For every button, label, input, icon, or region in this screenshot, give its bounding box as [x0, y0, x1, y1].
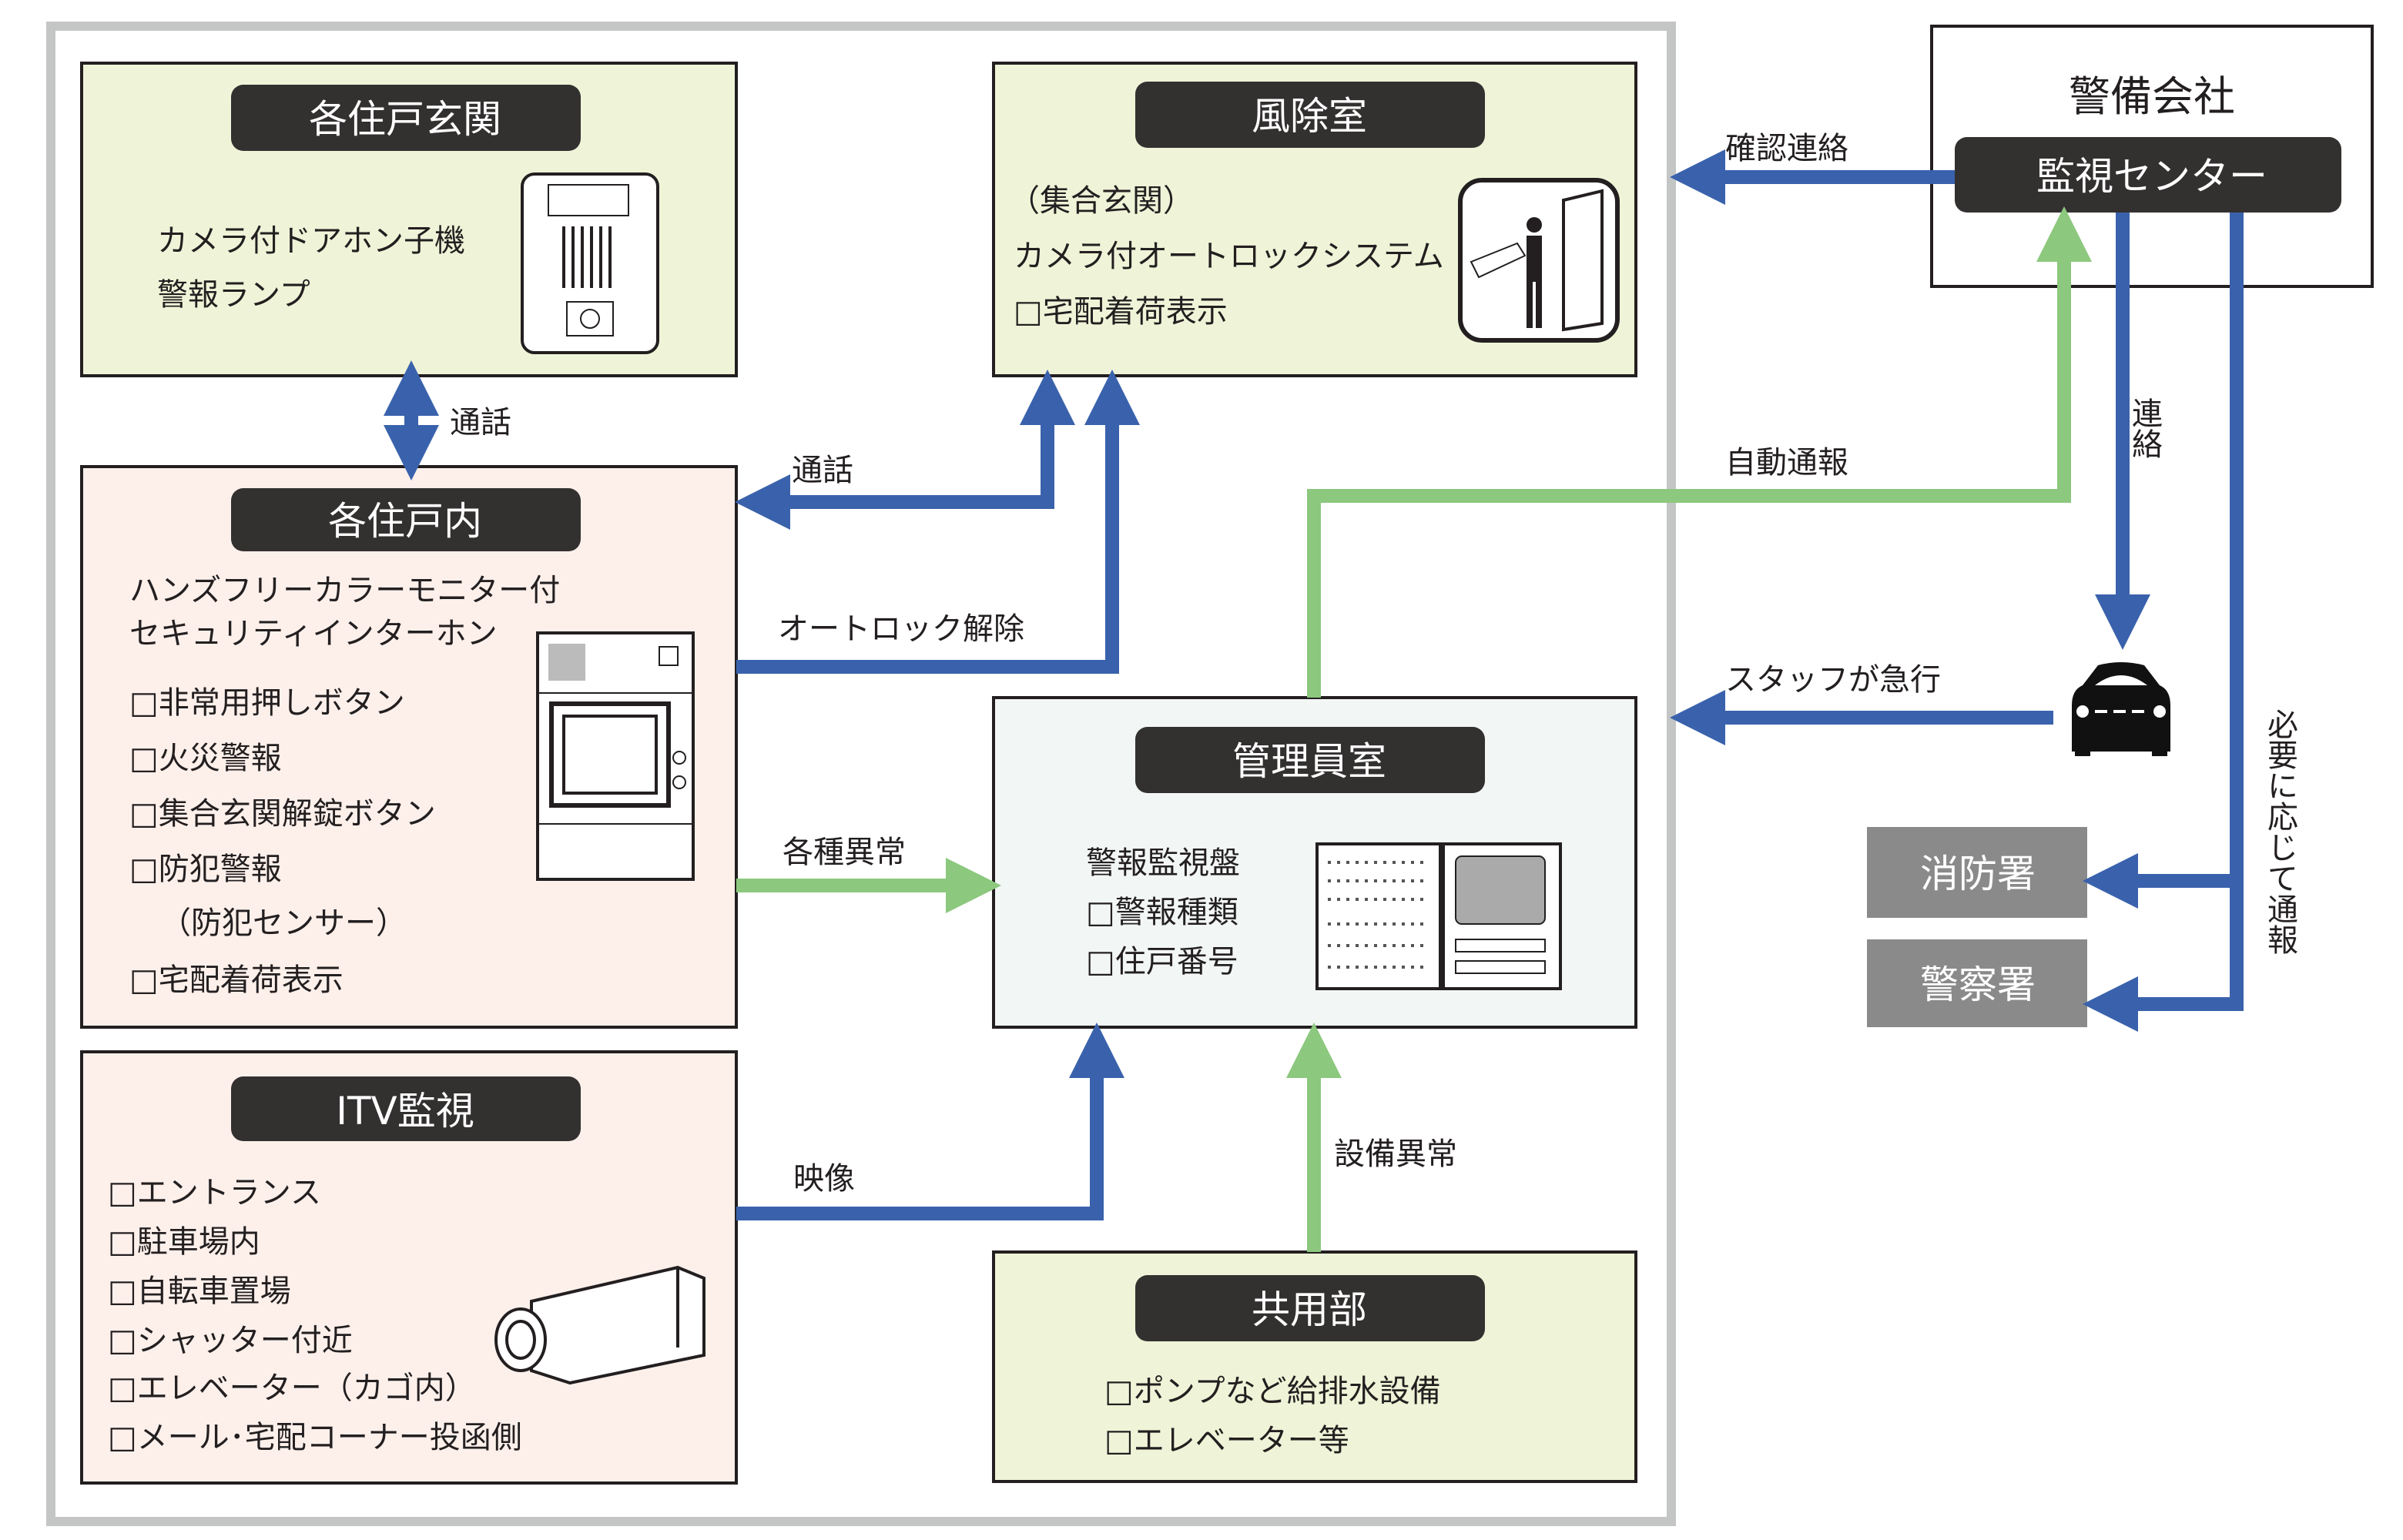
manager-room-box: 管理員室 警報監視盤 □警報種類 □住戸番号 [992, 696, 1637, 1029]
talk-arrow-windbreak-unit [735, 370, 1075, 530]
common-line: □エレベーター等 [1104, 1423, 1349, 1458]
entrance-line: 警報ランプ [157, 277, 310, 313]
unit-line: セキュリティインターホン [129, 616, 498, 651]
common-area-box: 共用部 □ポンプなど給排水設備 □エレベーター等 [992, 1250, 1637, 1483]
autolock-release-arrow [736, 370, 1140, 674]
various-anomalies-label: 各種異常 [783, 835, 906, 870]
manager-line: □警報種類 [1086, 895, 1238, 930]
auto-report-label: 自動通報 [1725, 445, 1848, 480]
video-label: 映像 [793, 1161, 855, 1197]
unit-interior-title: 各住戸内 [328, 499, 482, 544]
entrance-line: カメラ付ドアホン子機 [157, 223, 465, 259]
autolock-panel-icon [1458, 178, 1620, 343]
report-as-needed-arrow-police [2083, 213, 2244, 1032]
itv-line: □駐車場内 [108, 1224, 260, 1260]
alarm-panel-icon [1315, 842, 1562, 990]
contact-label: 連絡 [2127, 397, 2162, 459]
entrance-title-pill [231, 85, 581, 151]
windbreak-line: □宅配着荷表示 [1014, 294, 1228, 330]
windbreak-line: カメラ付オートロックシステム [1014, 239, 1444, 274]
security-camera-icon [494, 1265, 705, 1385]
equipment-anomaly-label: 設備異常 [1334, 1137, 1457, 1172]
report-as-needed-label: 必要に応じて通報 [2262, 708, 2297, 955]
itv-line: □エレベーター（カゴ内） [108, 1371, 476, 1406]
itv-title: ITV監視 [336, 1089, 474, 1133]
manager-room-title: 管理員室 [1232, 739, 1386, 784]
talk-label: 通話 [792, 453, 853, 488]
entrance-title: 各住戸玄関 [309, 97, 501, 142]
unit-line: □宅配着荷表示 [129, 962, 344, 998]
fire-station-box [1867, 827, 2087, 918]
itv-line: □シャッター付近 [108, 1323, 353, 1358]
monitoring-center-label: 監視センター [2036, 154, 2267, 199]
windbreak-title: 風除室 [1252, 94, 1367, 139]
staff-rush-label: スタッフが急行 [1725, 662, 1941, 698]
police-station-label: 警察署 [1920, 962, 2036, 1007]
autolock-release-label: オートロック解除 [778, 611, 1024, 647]
car-icon [2072, 662, 2170, 756]
unit-line: （防犯センサー） [160, 906, 407, 941]
common-line: □ポンプなど給排水設備 [1104, 1374, 1441, 1409]
talk-label: 通話 [450, 405, 511, 440]
police-station-box [1867, 939, 2087, 1027]
security-company-title: 警備会社 [2069, 72, 2235, 121]
manager-line: 警報監視盤 [1086, 845, 1240, 881]
auto-report-arrow [1307, 206, 2092, 698]
unit-interior-box: 各住戸内 ハンズフリーカラーモニター付 セキュリティインターホン □非常用押しボ… [80, 465, 738, 1029]
security-company-box: 警備会社 監視センター [1930, 25, 2374, 288]
manager-line: □住戸番号 [1086, 944, 1238, 979]
confirm-contact-label: 確認連絡 [1725, 131, 1848, 166]
itv-line: □エントランス [108, 1175, 321, 1210]
windbreak-line: （集合玄関） [1009, 183, 1194, 219]
intercom-monitor-icon [536, 631, 695, 881]
unit-line: □集合玄関解錠ボタン [129, 796, 436, 832]
fire-station-label: 消防署 [1920, 852, 2036, 896]
itv-line: □メール･宅配コーナー投函側 [108, 1420, 522, 1455]
unit-line: ハンズフリーカラーモニター付 [129, 573, 560, 608]
doorphone-icon [521, 172, 659, 354]
entrance-box: 各住戸玄関 カメラ付ドアホン子機 警報ランプ [80, 62, 738, 377]
unit-line: □火災警報 [129, 741, 282, 776]
itv-line: □自転車置場 [108, 1274, 291, 1309]
video-arrow [736, 1023, 1124, 1220]
common-area-title: 共用部 [1252, 1287, 1367, 1332]
unit-line: □防犯警報 [129, 852, 282, 887]
windbreak-room-box: 風除室 （集合玄関） カメラ付オートロックシステム □宅配着荷表示 [992, 62, 1637, 377]
unit-line: □非常用押しボタン [129, 685, 405, 721]
itv-monitoring-box: ITV監視 □エントランス □駐車場内 □自転車置場 □シャッター付近 □エレベ… [80, 1050, 738, 1485]
